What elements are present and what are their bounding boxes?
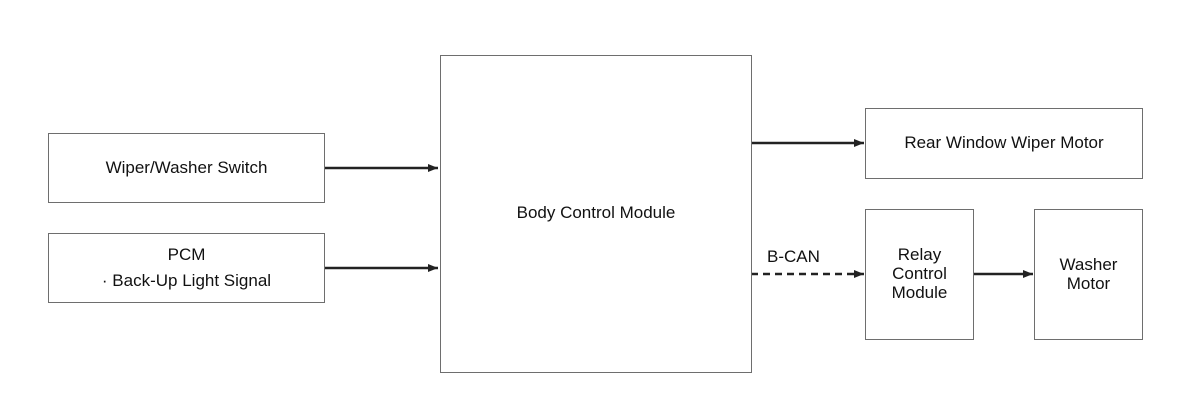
rear-window-wiper-motor-label: Rear Window Wiper Motor [904, 133, 1104, 153]
relay-control-module-block: Relay Control Module [865, 209, 974, 340]
washer-motor-line2: Motor [1066, 273, 1111, 293]
rear-window-wiper-motor-block: Rear Window Wiper Motor [865, 108, 1143, 179]
bcan-signal-label: B-CAN [767, 247, 820, 266]
relay-control-module-line2: Control [892, 264, 947, 284]
pcm-title: PCM [167, 244, 206, 264]
washer-motor-block: Washer Motor [1034, 209, 1143, 340]
pcm-signal-label: · Back-Up Light Signal [101, 271, 272, 290]
relay-control-module-line3: Module [891, 282, 948, 302]
washer-motor-line1: Washer [1059, 254, 1118, 274]
wiper-washer-switch-block: Wiper/Washer Switch [48, 133, 325, 203]
wiper-washer-switch-label: Wiper/Washer Switch [105, 157, 268, 177]
pcm-block: PCM · Back-Up Light Signal [48, 233, 325, 303]
body-control-module-label: Body Control Module [516, 203, 676, 222]
body-control-module-block: Body Control Module [440, 55, 752, 373]
relay-control-module-line1: Relay [897, 245, 942, 265]
